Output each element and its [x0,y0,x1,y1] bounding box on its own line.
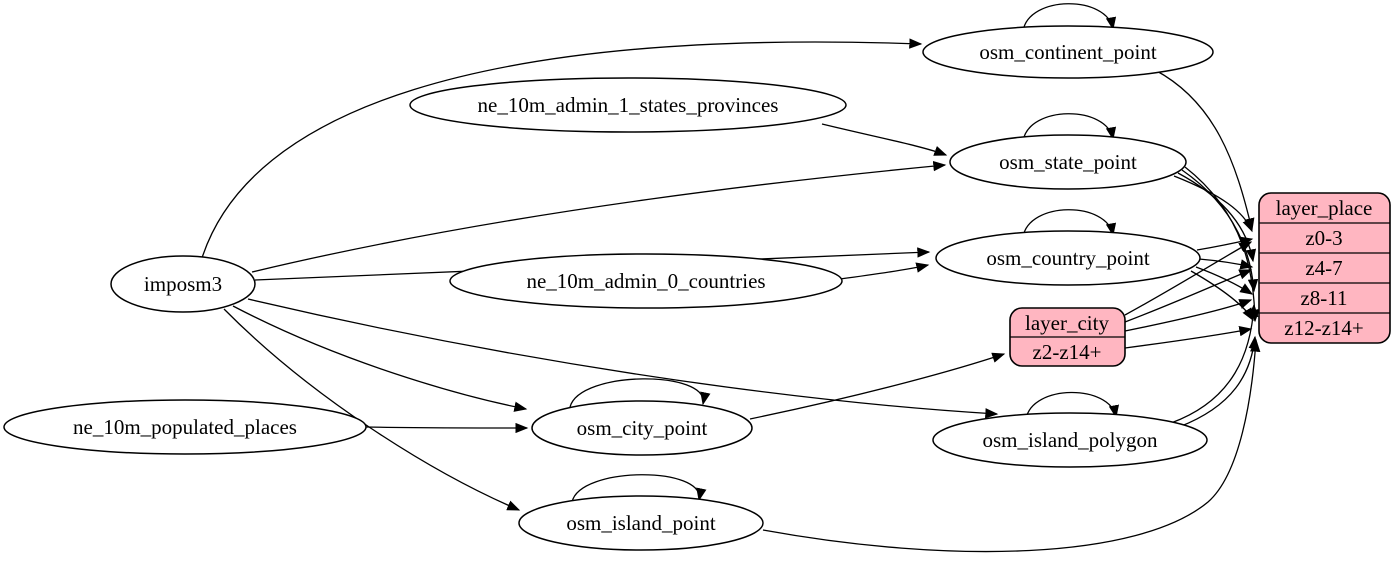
self-loop-osm-island-polygon [1025,391,1119,420]
node-shape-osm-island-point [518,495,764,551]
node-label-osm-island-point: osm_island_point [566,511,716,535]
node-shape-imposm3 [110,255,256,313]
edge-imposm3-to-osm-island-point [223,308,521,511]
node-label-imposm3: imposm3 [144,272,222,296]
node-osm-city-point: osm_city_point [531,400,753,456]
edge-osm-island-polygon-to-z8-11 [1170,303,1259,424]
node-label-ne-admin1: ne_10m_admin_1_states_provinces [478,93,779,117]
edge-osm-country-point-to-z4-7 [1198,258,1254,270]
edge-osm-island-point-to-z12-z14 [762,338,1261,553]
edge-ne-admin0-to-osm-country-point [839,262,930,280]
node-osm-island-polygon: osm_island_polygon [932,412,1208,468]
node-osm-island-point: osm_island_point [518,495,764,551]
edge-osm-state-point-to-z0-3 [1173,175,1253,233]
record-row-layer-place-z12-z14: z12-z14+ [1284,316,1363,340]
node-shape-osm-state-point [949,134,1187,190]
node-shape-osm-island-polygon [932,412,1208,468]
node-shape-osm-country-point [935,230,1201,286]
edge-osm-country-point-to-z8-11 [1195,266,1254,295]
edge-osm-island-polygon-to-z12-z14 [1178,335,1259,428]
record-row-layer-place-z8-11: z8-11 [1300,286,1347,310]
self-loop-osm-island-point [571,474,707,503]
edge-osm-continent-point-to-z0-3 [1154,69,1255,232]
edge-layer [201,3,1261,553]
edge-osm-country-point-to-z0-3 [1196,236,1254,251]
edge-imposm3-to-osm-city-point [232,305,528,412]
edge-layer-city-to-z0-3 [1124,241,1253,316]
edge-ne-populated-to-osm-city-point [365,422,529,434]
node-osm-state-point: osm_state_point [949,134,1187,190]
record-row-layer-place-z0-3: z0-3 [1305,226,1342,250]
self-loop-osm-state-point [1022,113,1117,142]
node-imposm3: imposm3 [110,255,256,313]
edge-imposm3-to-osm-continent-point [201,38,923,259]
record-box-layer-place [1258,192,1391,344]
node-shape-osm-city-point [531,400,753,456]
node-shape-osm-continent-point [922,25,1214,79]
record-layer-place: layer_place z0-3 z4-7 z8-11 z12-z14+ [1258,192,1391,344]
edge-osm-state-point-to-z12-z14 [1184,166,1260,323]
node-label-ne-populated: ne_10m_populated_places [73,415,297,439]
node-label-osm-country-point: osm_country_point [986,246,1149,270]
node-osm-continent-point: osm_continent_point [922,25,1214,79]
edge-ne-admin1-to-osm-state-point [821,123,948,156]
node-shape-ne-admin1 [409,77,847,133]
record-layer-city: layer_city z2-z14+ [1009,307,1126,367]
node-label-osm-continent-point: osm_continent_point [979,40,1156,64]
node-ne-10m-admin-0-countries: ne_10m_admin_0_countries [449,253,843,309]
node-label-ne-admin0: ne_10m_admin_0_countries [526,269,765,293]
record-row-layer-city-z2-z14: z2-z14+ [1033,340,1102,364]
edge-osm-city-point-to-layer-city-z2 [749,352,1006,420]
node-label-osm-state-point: osm_state_point [999,150,1137,174]
edge-layer-city-to-z12-z14 [1124,326,1253,349]
record-title-layer-city: layer_city [1025,311,1109,335]
edge-imposm3-to-osm-island-polygon [247,298,999,419]
node-osm-country-point: osm_country_point [935,230,1201,286]
edge-imposm3-to-osm-state-point [251,160,947,273]
node-label-osm-island-polygon: osm_island_polygon [982,428,1158,452]
record-row-layer-place-z4-7: z4-7 [1305,256,1342,280]
node-shape-ne-admin0 [449,253,843,309]
self-loop-osm-city-point [569,378,711,408]
node-ne-10m-admin-1-states-provinces: ne_10m_admin_1_states_provinces [409,77,847,133]
edge-layer-city-to-z8-11 [1124,299,1253,332]
edge-layer-city-to-z4-7 [1124,269,1253,323]
node-shape-ne-populated [3,399,367,455]
self-loop-osm-continent-point [1022,3,1117,32]
record-title-layer-place: layer_place [1276,196,1373,220]
node-label-osm-city-point: osm_city_point [577,416,708,440]
node-ne-10m-populated-places: ne_10m_populated_places [3,399,367,455]
self-loop-osm-country-point [1022,209,1117,238]
